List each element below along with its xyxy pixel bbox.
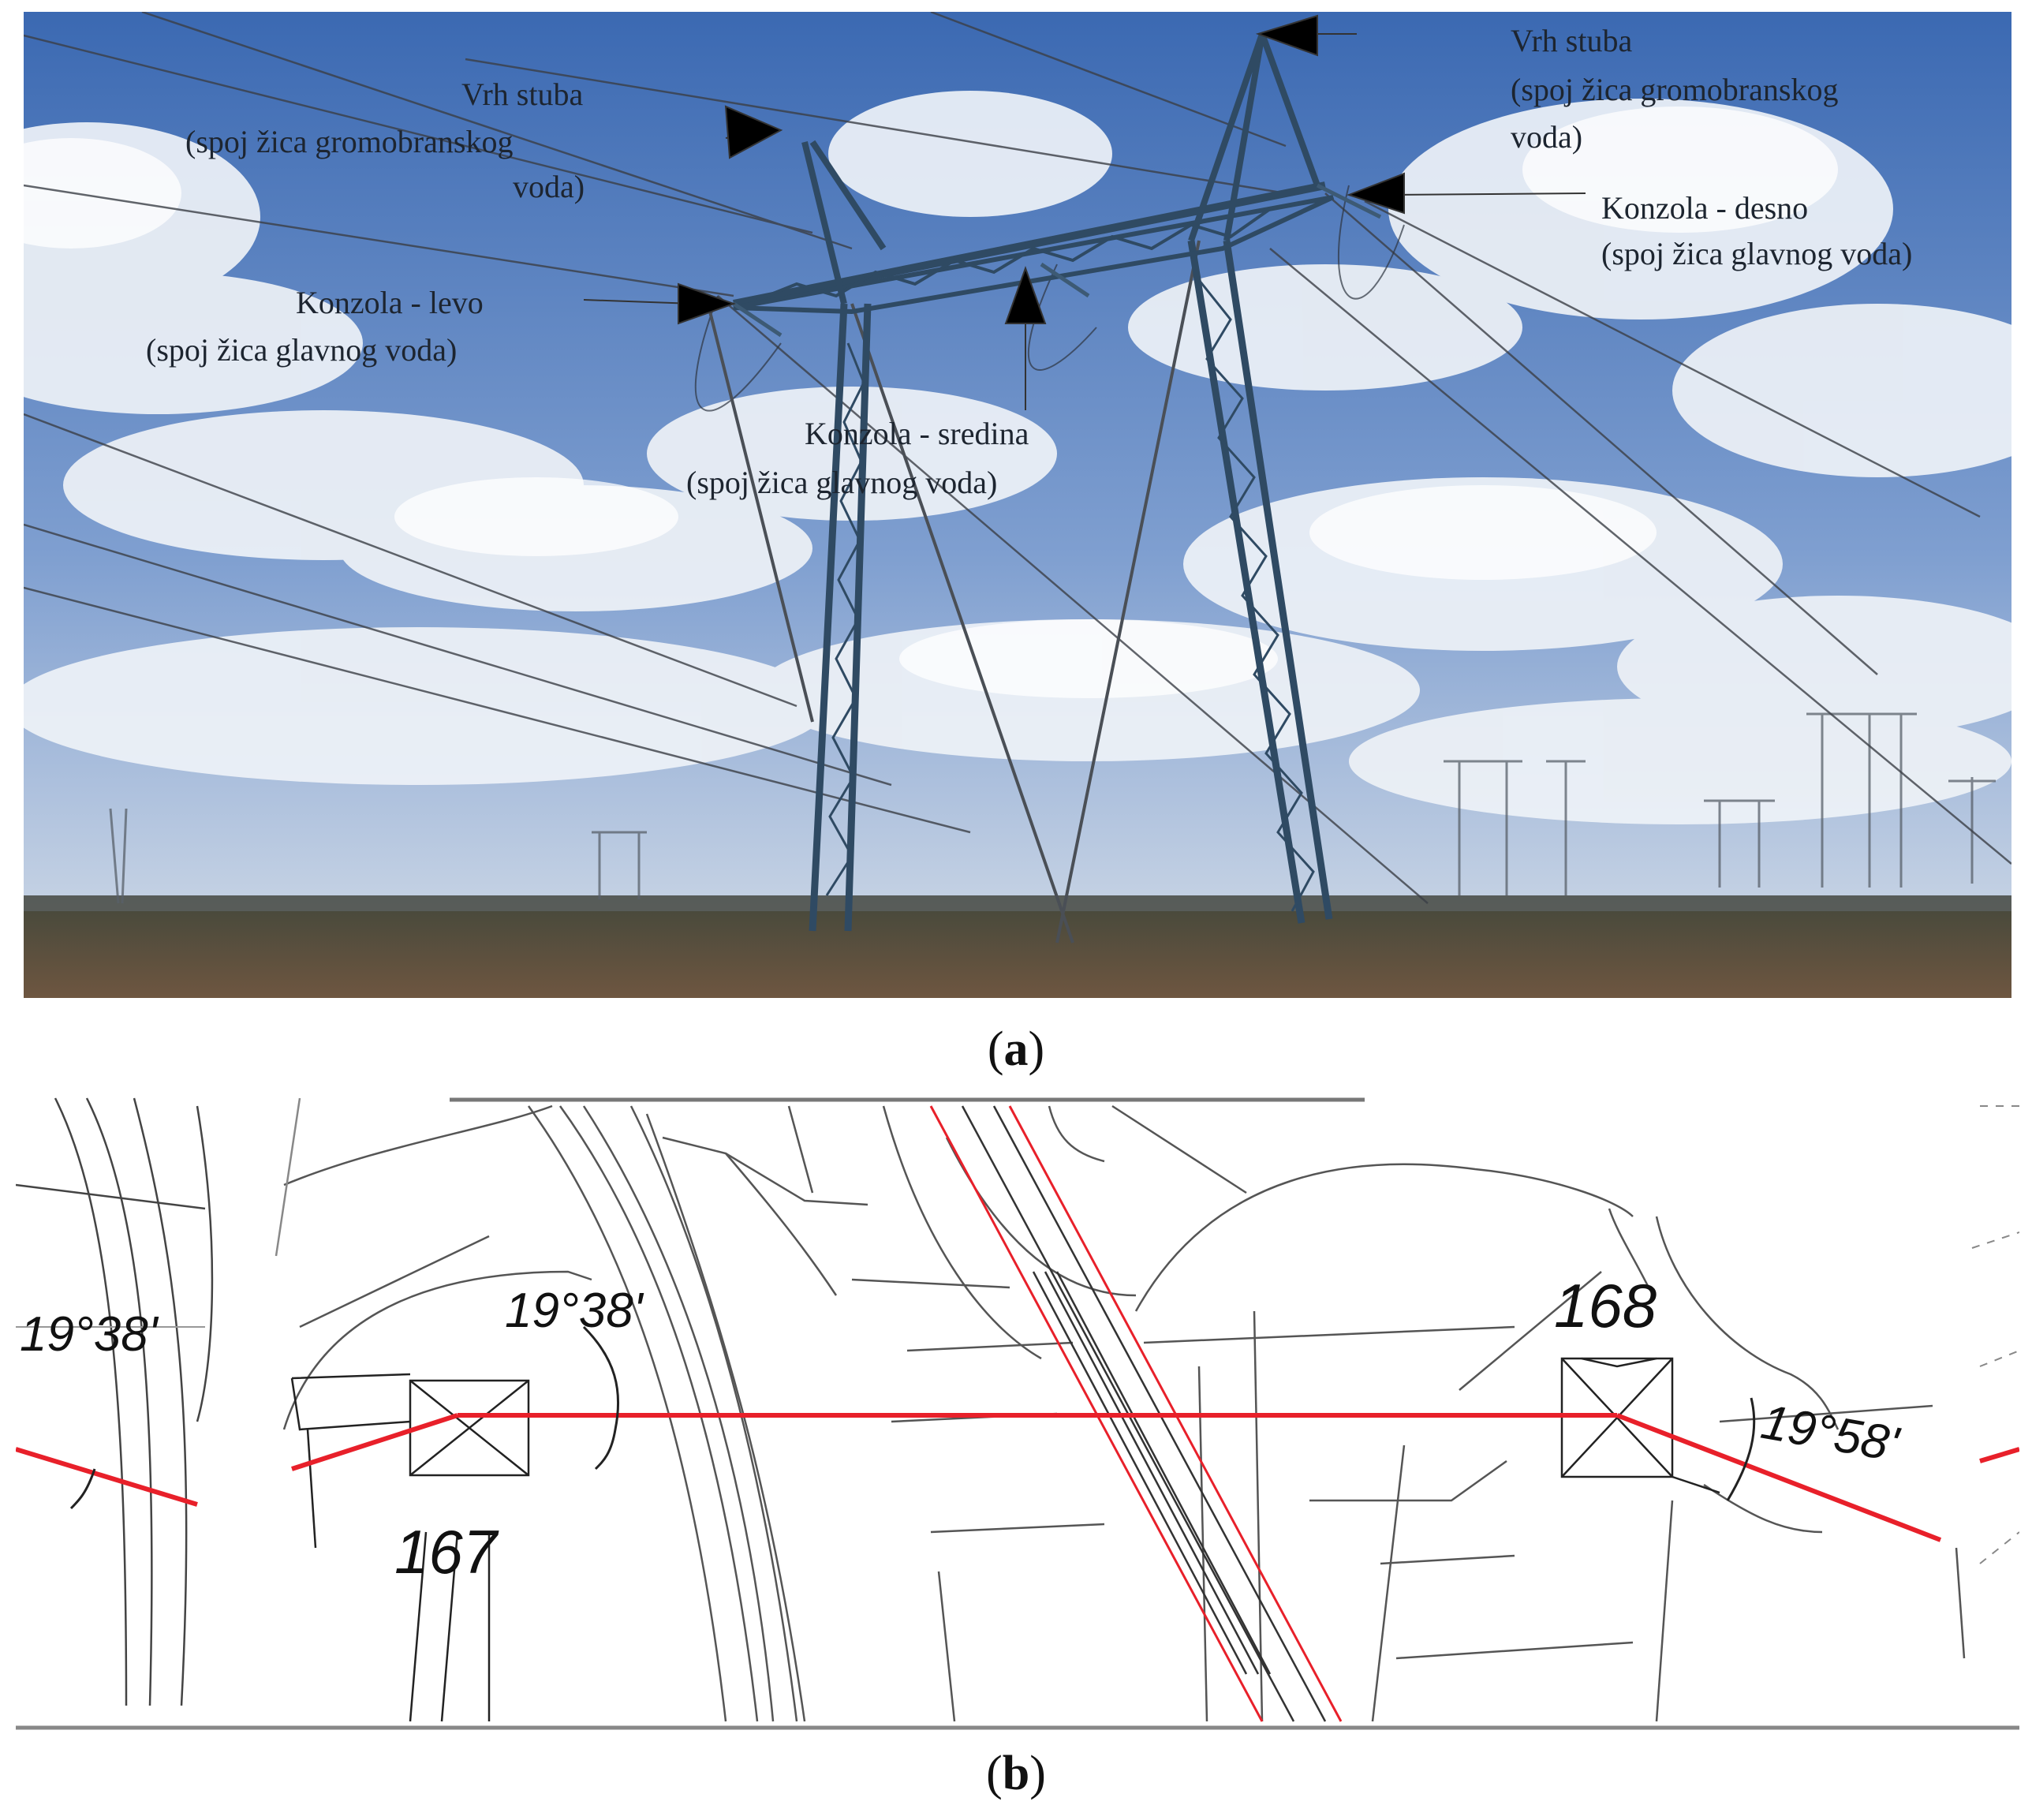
route-right-partial xyxy=(1979,1447,2019,1463)
left-strip xyxy=(16,1097,214,1706)
right-strip xyxy=(1971,1105,2019,1564)
main-tower xyxy=(732,32,1382,932)
tower-168-label: 168 xyxy=(1554,1271,1657,1340)
tower-photo: Vrh stuba (spoj žica gromobranskog voda)… xyxy=(24,12,2011,998)
angle-left-partial: 19°38' xyxy=(20,1307,159,1362)
label-vrh-left-1: Vrh stuba xyxy=(461,77,583,112)
route-line xyxy=(291,1413,1942,1542)
callout-arrows xyxy=(583,14,1586,410)
label-desno-2: (spoj žica glavnog voda) xyxy=(1601,236,1912,271)
caption-b: (b) xyxy=(986,1747,1046,1800)
caption-a: (a) xyxy=(987,1022,1045,1076)
arrow-sredina xyxy=(1004,266,1047,324)
guy-wires xyxy=(708,240,1201,944)
label-levo-2: (spoj žica glavnog voda) xyxy=(146,332,457,368)
label-sredina-1: Konzola - sredina xyxy=(805,416,1029,451)
angle-left: 19°38' xyxy=(505,1284,644,1338)
label-vrh-left-3: voda) xyxy=(513,169,585,204)
label-vrh-right-1: Vrh stuba xyxy=(1511,23,1632,58)
caption-a-letter: a xyxy=(1003,1022,1029,1076)
angle-arcs xyxy=(582,1325,1756,1501)
clouds xyxy=(24,91,2011,824)
label-desno-1: Konzola - desno xyxy=(1601,190,1808,226)
label-vrh-right-3: voda) xyxy=(1511,119,1582,155)
ground xyxy=(24,911,2011,998)
arrow-levo xyxy=(678,282,736,325)
arrow-vrh-left xyxy=(724,105,783,159)
label-vrh-left-2: (spoj žica gromobranskog xyxy=(185,124,513,159)
label-sredina-2: (spoj žica glavnog voda) xyxy=(686,465,997,500)
label-levo-1: Konzola - levo xyxy=(296,285,484,320)
cadastral-plan: 19°38' xyxy=(16,1090,2019,1737)
annotations: Vrh stuba (spoj žica gromobranskog voda)… xyxy=(146,23,1912,500)
tower-167-label: 167 xyxy=(394,1517,499,1586)
arrow-vrh-right xyxy=(1255,14,1318,57)
caption-b-letter: b xyxy=(1002,1747,1030,1800)
label-vrh-right-2: (spoj žica gromobranskog xyxy=(1511,72,1838,107)
arrow-desno xyxy=(1347,172,1405,215)
tower-167-symbol xyxy=(290,1373,530,1722)
route-left-partial xyxy=(16,1447,198,1507)
parcel-lines xyxy=(275,1097,1966,1722)
